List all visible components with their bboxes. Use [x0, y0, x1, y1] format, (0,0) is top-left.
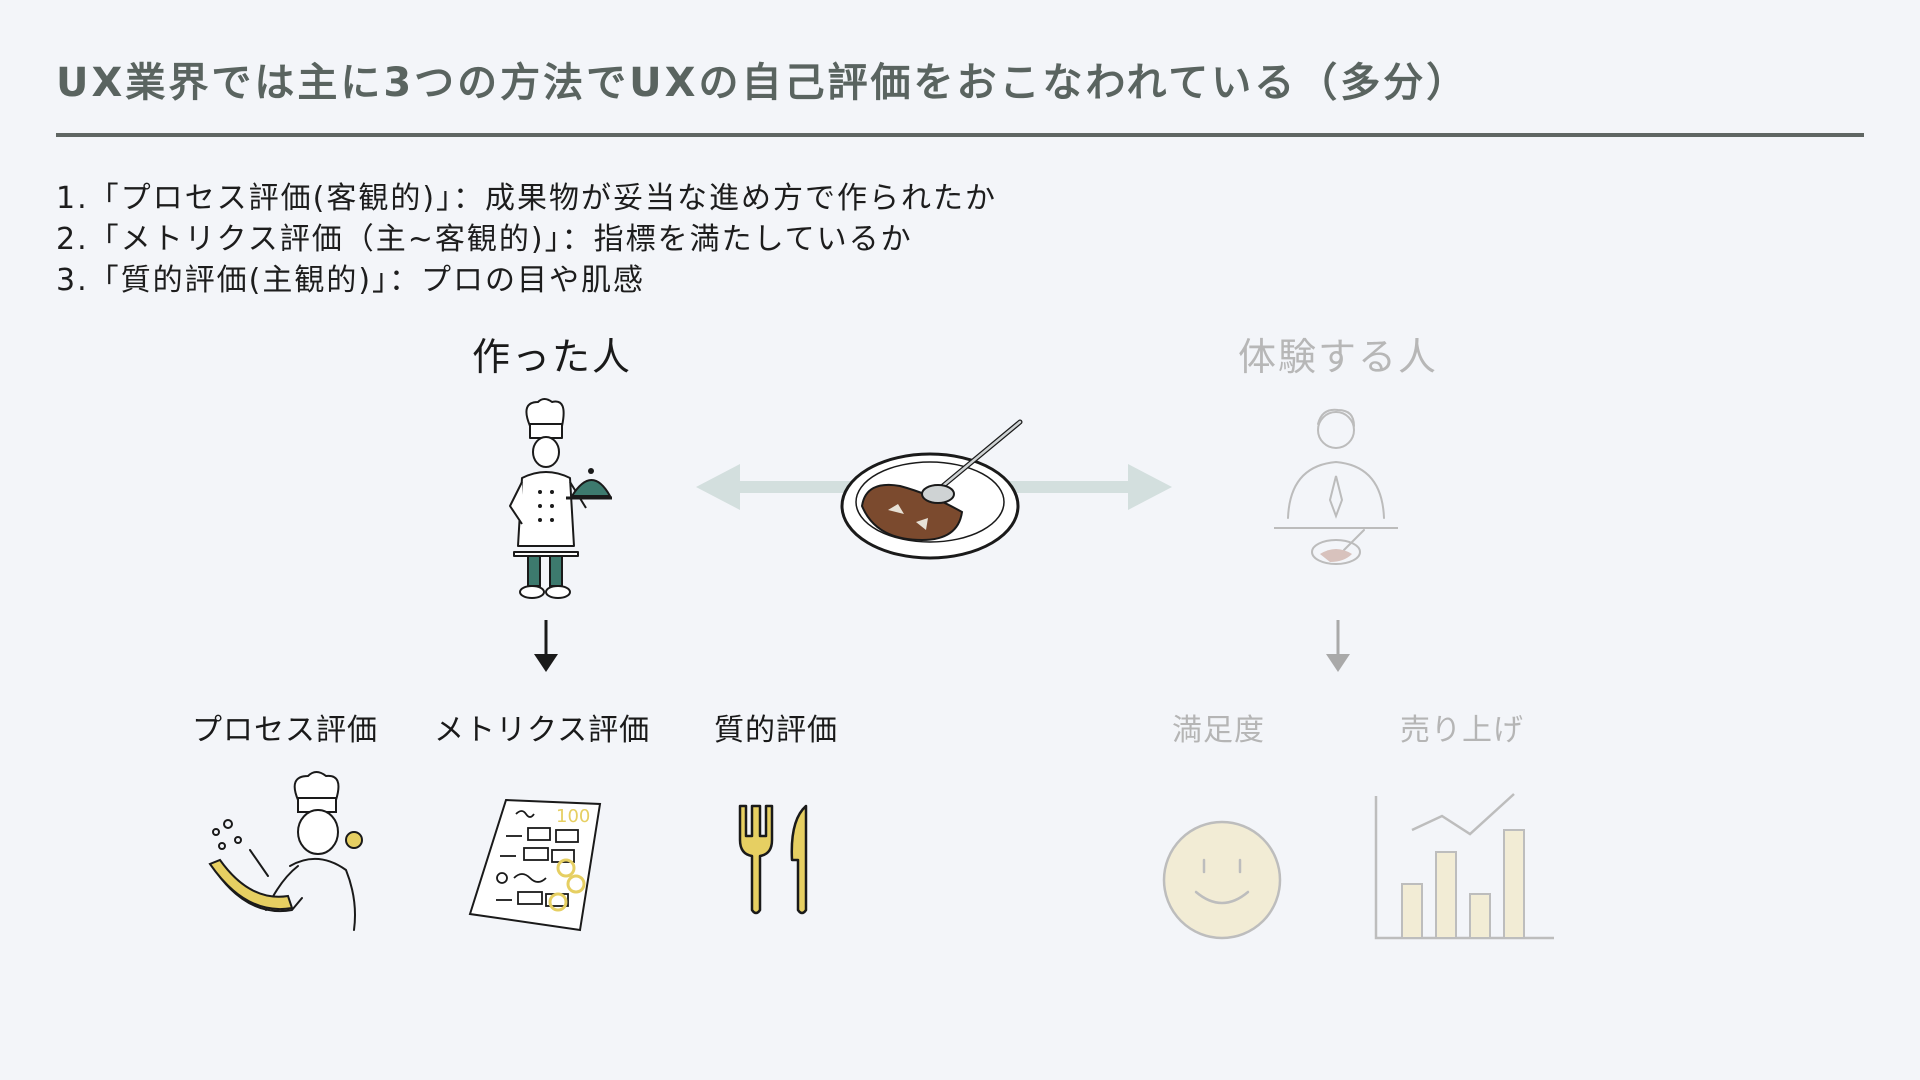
- list-item: 3.「質的評価(主観的)」：プロの目や肌感: [56, 263, 646, 298]
- label-process-evaluation: プロセス評価: [192, 713, 378, 748]
- user-heading: 体験する人: [1238, 335, 1439, 379]
- bar-chart-icon: [1374, 793, 1554, 940]
- checklist-icon: 100: [468, 798, 602, 932]
- arrow-down-icon: [1326, 620, 1350, 672]
- label-sales: 売り上げ: [1400, 713, 1524, 748]
- label-satisfaction: 満足度: [1172, 713, 1265, 748]
- title-divider: [56, 133, 1864, 137]
- evaluation-methods-list: 1.「プロセス評価(客観的)」：成果物が妥当な進め方で作られたか 2.「メトリク…: [56, 178, 997, 301]
- maker-heading: 作った人: [472, 335, 633, 379]
- chef-cooking-icon: [208, 771, 363, 931]
- page-title: UX業界では主に3つの方法でUXの自己評価をおこなわれている（多分）: [56, 60, 1470, 106]
- list-item: 2.「メトリクス評価（主~客観的)」：指標を満たしているか: [56, 222, 913, 257]
- list-item: 1.「プロセス評価(客観的)」：成果物が妥当な進め方で作られたか: [56, 181, 998, 216]
- fork-knife-icon: [738, 804, 808, 915]
- curry-icon: [840, 419, 1023, 560]
- label-quality-evaluation: 質的評価: [714, 713, 838, 748]
- label-metrics-evaluation: メトリクス評価: [434, 713, 651, 748]
- arrow-down-icon: [534, 620, 558, 672]
- smiley-icon: [1162, 820, 1282, 940]
- person-praying-icon: [1274, 408, 1398, 565]
- svg-text:100: 100: [556, 806, 590, 827]
- chef-icon: [509, 398, 612, 599]
